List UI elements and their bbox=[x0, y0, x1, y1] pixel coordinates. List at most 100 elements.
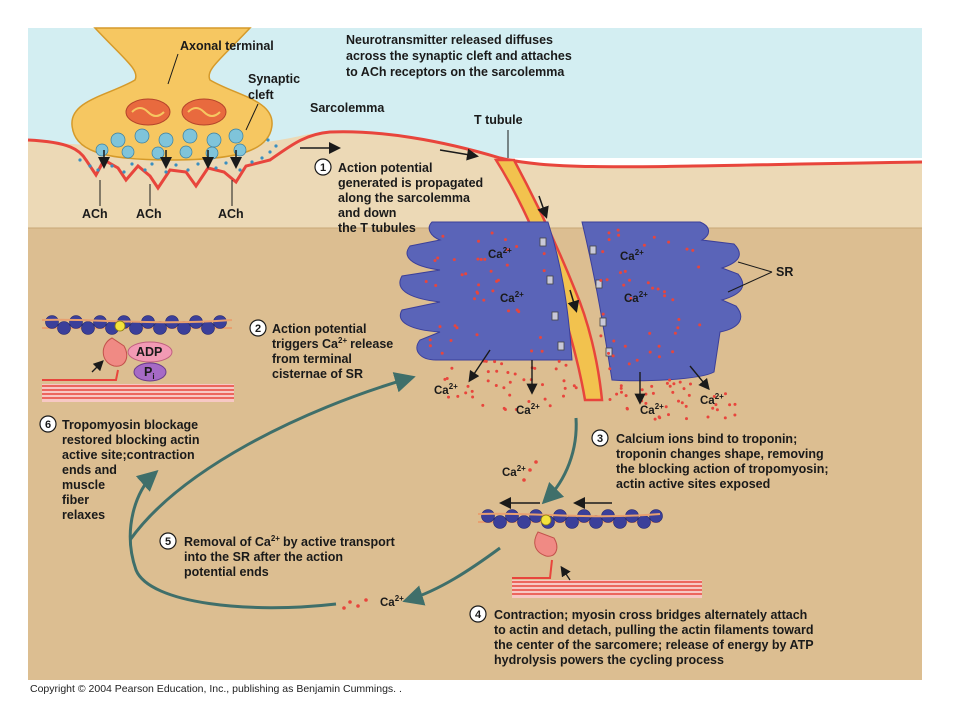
calcium-dot bbox=[515, 308, 519, 312]
step-5-line-1-tail: by active transport bbox=[283, 535, 396, 549]
calcium-dot bbox=[715, 408, 719, 412]
calcium-dot bbox=[562, 379, 566, 383]
calcium-dot bbox=[714, 403, 718, 407]
intro-line-3: to ACh receptors on the sarcolemma bbox=[346, 65, 565, 79]
calcium-dot bbox=[433, 259, 437, 262]
step-6-line-1: Tropomyosin blockage bbox=[62, 418, 198, 432]
calcium-dot bbox=[698, 323, 702, 327]
calcium-dot bbox=[667, 413, 670, 417]
copyright-notice: Copyright © 2004 Pearson Education, Inc.… bbox=[30, 683, 402, 695]
calcium-dot bbox=[612, 339, 616, 343]
calcium-ion-label-charge: 2+ bbox=[517, 464, 526, 473]
ca-removal-dots bbox=[342, 460, 538, 610]
calcium-dot bbox=[663, 294, 667, 298]
step-3-line-1: Calcium ions bind to troponin; bbox=[616, 432, 797, 446]
calcium-ion-label-charge: 2+ bbox=[531, 402, 540, 411]
step-4-line-3: the center of the sarcomere; release of … bbox=[494, 638, 814, 652]
calcium-dot bbox=[542, 269, 546, 273]
calcium-dot bbox=[607, 351, 610, 355]
calcium-dot bbox=[466, 384, 470, 388]
sr-label: SR bbox=[776, 265, 793, 279]
calcium-dot bbox=[484, 359, 488, 363]
synaptic-cleft-label-1: Synaptic bbox=[248, 72, 300, 86]
calcium-ion-label-charge: 2+ bbox=[715, 392, 724, 401]
step-5-line-3: potential ends bbox=[184, 565, 269, 579]
calcium-dot bbox=[508, 380, 512, 384]
calcium-dot bbox=[479, 258, 483, 261]
calcium-dot bbox=[684, 404, 688, 408]
step-2-line-2-tail: release bbox=[350, 337, 393, 351]
pi-label-sub: i bbox=[152, 372, 154, 381]
calcium-ion-label-symbol: Ca bbox=[620, 251, 635, 263]
ap-propagation-arrows bbox=[300, 142, 580, 313]
step-5-badge bbox=[159, 532, 177, 550]
calcium-dot bbox=[436, 256, 440, 260]
calcium-ion-label: Ca2+ bbox=[700, 392, 724, 407]
calcium-dot bbox=[456, 394, 460, 398]
calcium-dot bbox=[464, 272, 468, 276]
calcium-dot bbox=[625, 406, 629, 410]
calcium-dot bbox=[493, 360, 497, 364]
calcium-ion-label-charge: 2+ bbox=[635, 248, 644, 257]
calcium-dot bbox=[527, 400, 531, 403]
calcium-dot bbox=[507, 309, 510, 313]
axonal-terminal-label: Axonal terminal bbox=[180, 39, 274, 53]
step-5-number: 5 bbox=[165, 536, 171, 548]
sarcoplasmic-reticulum-left bbox=[399, 221, 573, 361]
calcium-ion-label-charge: 2+ bbox=[395, 594, 404, 603]
t-tubule-label: T tubule bbox=[474, 113, 523, 127]
step-6-line-3: active site;contraction bbox=[62, 448, 195, 462]
step-6-line-6: fiber bbox=[62, 493, 89, 507]
step-1-badge bbox=[314, 158, 332, 176]
calcium-dot bbox=[685, 247, 689, 251]
calcium-ion-label: Ca2+ bbox=[516, 402, 540, 417]
calcium-dot bbox=[601, 250, 605, 254]
calcium-dot bbox=[441, 234, 445, 238]
calcium-dot bbox=[460, 273, 464, 277]
ach-label-2: ACh bbox=[136, 207, 162, 221]
calcium-dot bbox=[656, 287, 660, 291]
calcium-dot bbox=[445, 377, 449, 380]
calcium-dot bbox=[543, 397, 547, 401]
calcium-dot bbox=[646, 281, 650, 285]
calcium-dot bbox=[672, 382, 676, 386]
calcium-dot bbox=[651, 286, 655, 290]
calcium-dot bbox=[711, 406, 715, 410]
step-5-ca-superscript: 2+ bbox=[271, 534, 280, 543]
sr-pointer-lines bbox=[727, 261, 773, 293]
calcium-dot bbox=[629, 296, 633, 300]
calcium-dot bbox=[677, 318, 681, 321]
calcium-dot bbox=[697, 265, 701, 269]
sarcolemma-label: Sarcolemma bbox=[310, 101, 385, 115]
calcium-ion-label-symbol: Ca bbox=[380, 597, 395, 609]
step-3-line-4: actin active sites exposed bbox=[616, 477, 770, 491]
sarcoplasmic-reticulum-right bbox=[581, 221, 744, 382]
step-1-line-4: and down bbox=[338, 206, 396, 220]
step-2-badge bbox=[249, 319, 267, 337]
ach-release-arrows bbox=[98, 150, 242, 169]
calcium-dot bbox=[482, 298, 486, 302]
step-6-line-7: relaxes bbox=[62, 508, 105, 522]
calcium-ion-label-symbol: Ca bbox=[434, 385, 449, 397]
calcium-dot bbox=[668, 384, 672, 388]
calcium-dot bbox=[539, 336, 542, 339]
calcium-dot bbox=[723, 416, 727, 420]
calcium-dot bbox=[491, 289, 495, 293]
step-4-line-1: Contraction; myosin cross bridges altern… bbox=[494, 608, 807, 622]
calcium-dot bbox=[733, 402, 737, 406]
calcium-dot bbox=[447, 395, 450, 399]
calcium-dot bbox=[616, 228, 620, 232]
step-6-line-2: restored blocking actin bbox=[62, 433, 200, 447]
step-6-number: 6 bbox=[45, 419, 51, 431]
calcium-dot bbox=[508, 393, 512, 397]
step-2-line-3: from terminal bbox=[272, 352, 352, 366]
step-5-line-1: Removal of Ca2+by active transport bbox=[184, 534, 396, 549]
calcium-dot bbox=[673, 331, 677, 335]
calcium-dot bbox=[477, 283, 481, 287]
step-1-line-5: the T tubules bbox=[338, 221, 416, 235]
calcium-dot bbox=[541, 383, 544, 387]
step-6-line-5: muscle bbox=[62, 478, 105, 492]
calcium-dot bbox=[689, 382, 692, 386]
calcium-dot bbox=[428, 338, 432, 342]
calcium-dot bbox=[671, 298, 675, 302]
